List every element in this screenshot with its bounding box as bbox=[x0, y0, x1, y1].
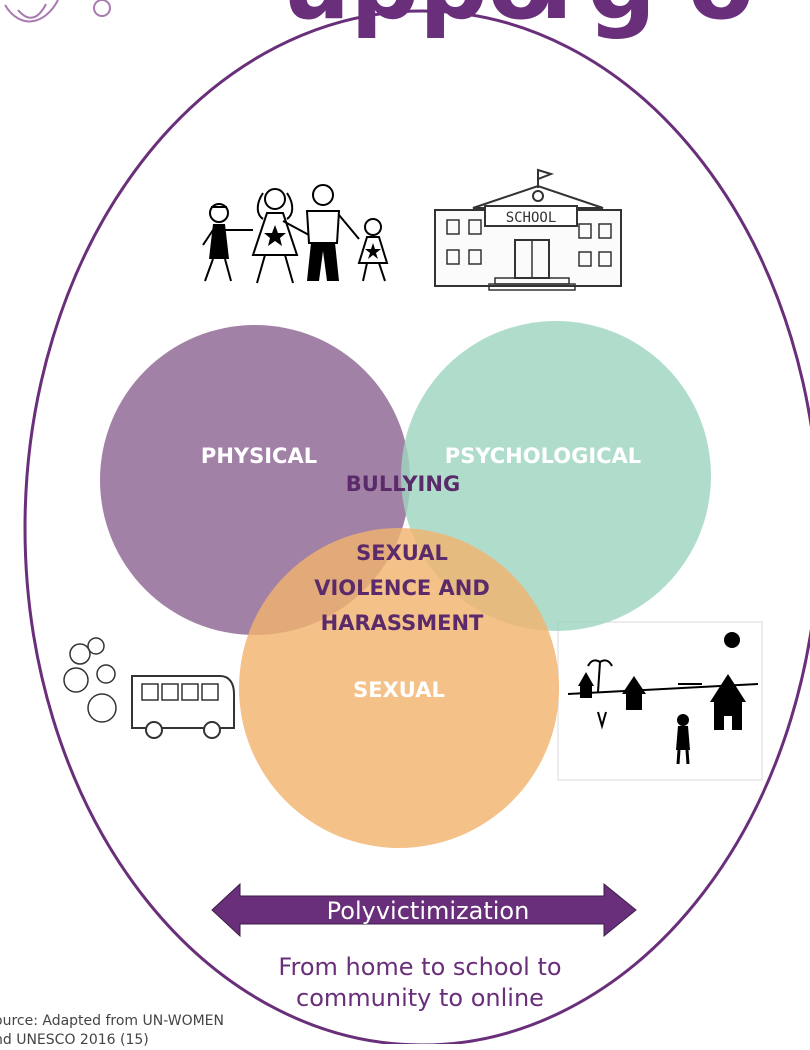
label-sexual-violence-line2: VIOLENCE AND bbox=[314, 576, 490, 600]
label-physical: PHYSICAL bbox=[201, 444, 317, 468]
village-icon bbox=[557, 621, 763, 781]
svg-text:uppo: uppo bbox=[282, 0, 554, 41]
label-bullying: BULLYING bbox=[346, 472, 460, 496]
school-icon: SCHOOL bbox=[434, 168, 622, 291]
family-icon bbox=[202, 184, 389, 284]
source-citation: ource: Adapted from UN-WOMEN nd UNESCO 2… bbox=[0, 1012, 284, 1050]
bus-icon bbox=[63, 637, 235, 739]
label-sexual-violence-line1: SEXUAL bbox=[356, 541, 448, 565]
footer-line1: From home to school to bbox=[278, 953, 561, 981]
venn-diagram bbox=[100, 321, 711, 848]
svg-text:rg: rg bbox=[540, 0, 656, 41]
footer-line2: community to online bbox=[296, 984, 544, 1012]
polyvictimization-label: Polyvictimization bbox=[327, 897, 530, 925]
source-line1: ource: Adapted from UN-WOMEN bbox=[0, 1013, 224, 1029]
polyvictimization-arrow: Polyvictimization bbox=[211, 882, 637, 938]
label-sexual: SEXUAL bbox=[353, 678, 445, 702]
top-left-icon bbox=[4, 0, 111, 23]
cropped-title: uppo rg o bbox=[282, 0, 754, 41]
svg-text:o: o bbox=[688, 0, 754, 41]
label-sexual-violence-line3: HARASSMENT bbox=[321, 611, 484, 635]
label-psychological: PSYCHOLOGICAL bbox=[445, 444, 641, 468]
source-line2: nd UNESCO 2016 (15) bbox=[0, 1032, 149, 1048]
venn-circle-sexual bbox=[239, 528, 559, 848]
school-sign-text: SCHOOL bbox=[506, 210, 557, 226]
